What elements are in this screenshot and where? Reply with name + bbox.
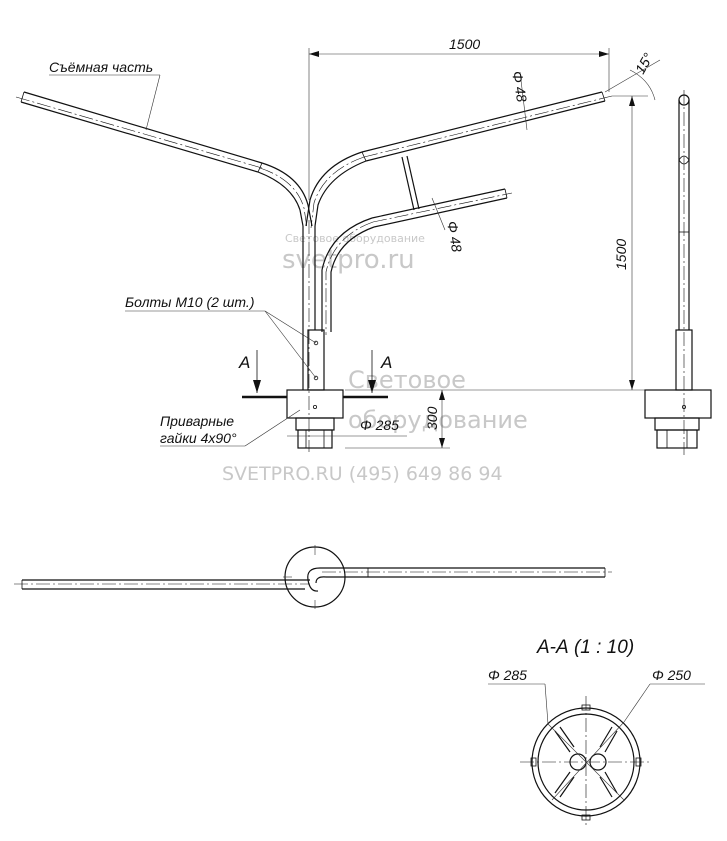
dimension-angle: 15°: [604, 50, 661, 101]
dimension-300: 300: [345, 390, 450, 449]
section-mark-right: А: [380, 353, 392, 372]
pole: [286, 220, 344, 452]
side-view: [644, 90, 712, 455]
watermark-brand: svetpro.ru: [282, 245, 415, 275]
dimension-300: 300: [424, 406, 440, 430]
dimension-d48-lower: Φ 48: [444, 220, 465, 254]
dimension-1500-height: 1500: [613, 239, 629, 270]
flange-block: [286, 389, 344, 419]
watermark: Световое оборудование svetpro.ru Светово…: [222, 232, 528, 485]
left-arm: [15, 91, 313, 229]
section-title: А-А (1 : 10): [536, 637, 634, 658]
section-d285: Φ 285: [488, 667, 527, 683]
section-a-a: А-А (1 : 10) Φ 285 Φ 250: [488, 637, 705, 828]
dimension-1500-width: 1500: [449, 36, 480, 52]
label-removable-part: Съёмная часть: [49, 59, 153, 75]
right-lower-arm: [321, 155, 513, 335]
right-upper-arm: [305, 91, 613, 229]
section-d250: Φ 250: [652, 667, 691, 683]
dimension-height: 1500: [345, 95, 648, 391]
dimension-d285-front: Φ 285: [360, 417, 399, 433]
dimension-15-deg: 15°: [632, 50, 657, 77]
section-mark-left: А: [238, 353, 250, 372]
label-welded-nuts-2: гайки 4х90°: [160, 430, 237, 446]
section-cut-a: А А: [238, 350, 392, 399]
dimension-d48-top: Φ 48: [509, 70, 530, 104]
front-view: А А Съёмная часть Болты М10 (2 шт.) Прив…: [15, 36, 661, 452]
label-bolts: Болты М10 (2 шт.): [125, 294, 254, 310]
top-view: [14, 545, 612, 609]
dimension-d48-lower: Φ 48: [431, 197, 465, 254]
dimension-d285-front: Φ 285: [287, 417, 407, 437]
watermark-middle-1: Световое: [348, 366, 466, 394]
watermark-footer: SVETPRO.RU (495) 649 86 94: [222, 463, 503, 485]
watermark-top-line: Световое оборудование: [285, 232, 425, 245]
label-welded-nuts-1: Приварные: [160, 413, 234, 429]
dimension-width: 1500: [308, 36, 610, 200]
watermark-middle-2: оборудование: [348, 406, 528, 434]
dimension-d48-upper: Φ 48: [509, 70, 530, 131]
